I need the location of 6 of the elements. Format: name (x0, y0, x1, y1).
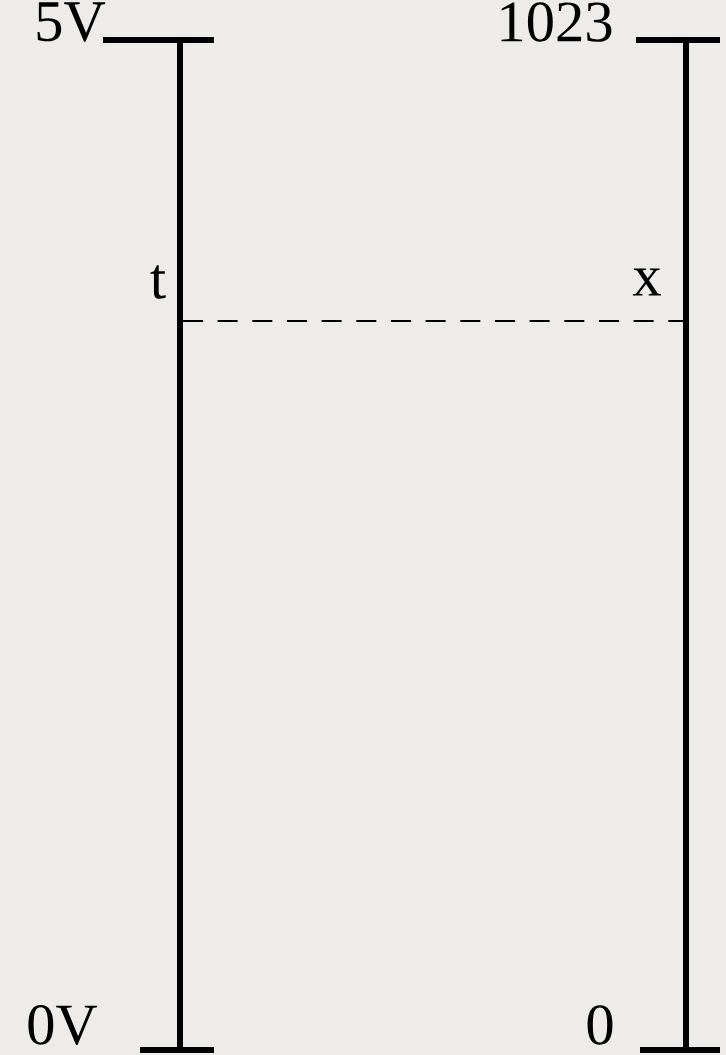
axis-label: 1023 (501, 2, 612, 42)
axis-label: x (632, 268, 661, 296)
axis-label: 0V (28, 1005, 98, 1045)
axis-label: 0 (587, 1005, 613, 1045)
axis-label: t (150, 265, 166, 299)
axis-label: 5V (37, 2, 106, 42)
